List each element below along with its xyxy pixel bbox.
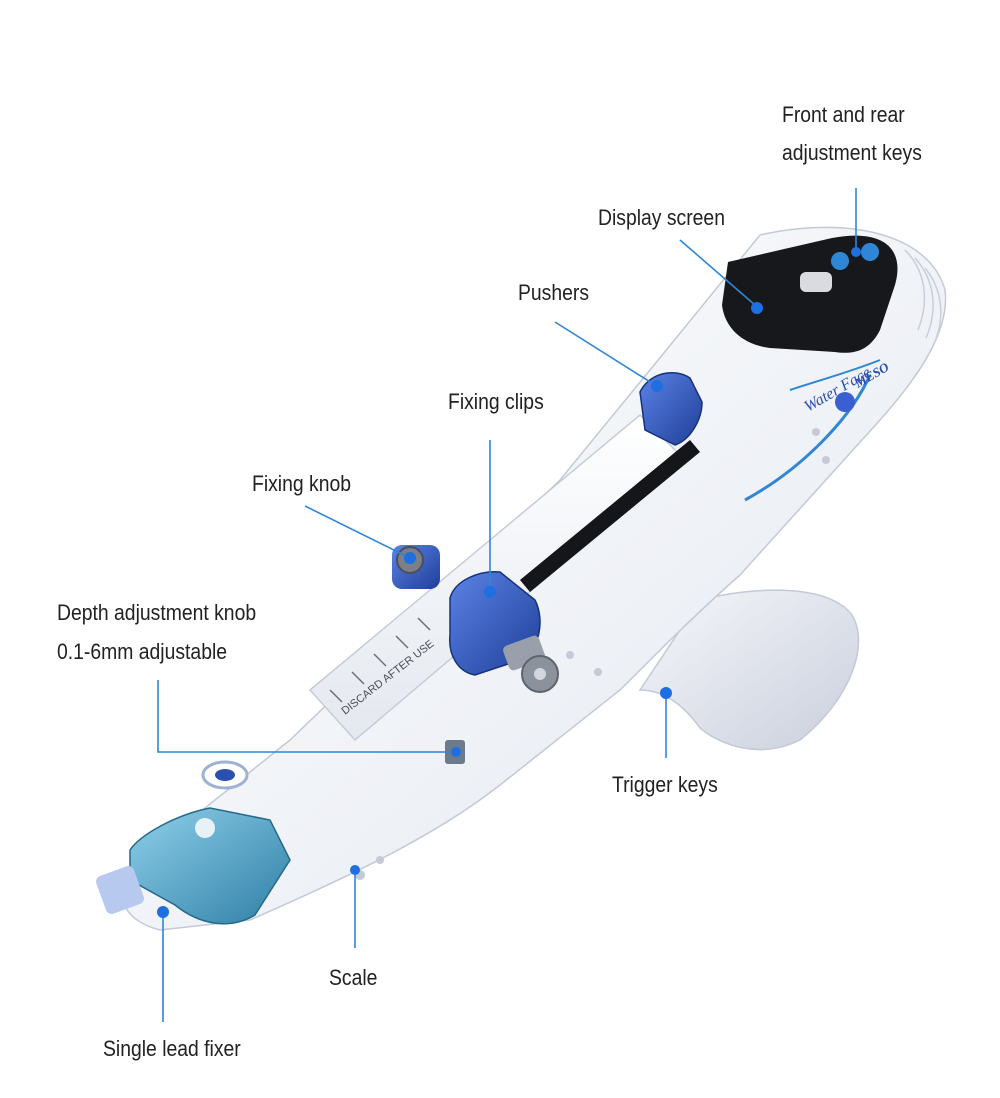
label-fixing-knob: Fixing knob bbox=[252, 471, 352, 496]
label-single-lead-fixer: Single lead fixer bbox=[103, 1036, 241, 1061]
callout-line-depth-knob bbox=[157, 680, 455, 753]
label-front-rear-keys-2: adjustment keys bbox=[782, 140, 922, 165]
callout-dot-fixing-clips bbox=[484, 586, 496, 598]
callout-dot-trigger-keys bbox=[660, 687, 672, 699]
label-fixing-clips: Fixing clips bbox=[448, 389, 544, 414]
display-screen-panel bbox=[722, 235, 898, 353]
callout-dot-depth-knob bbox=[451, 747, 461, 757]
callout-dot-fixing-knob bbox=[404, 552, 416, 564]
callout-dot-front-rear-keys bbox=[851, 247, 861, 257]
callout-dot-scale bbox=[350, 865, 360, 875]
device-handle bbox=[638, 589, 860, 751]
label-trigger-keys: Trigger keys bbox=[612, 772, 718, 797]
label-depth-knob-2: 0.1-6mm adjustable bbox=[57, 639, 228, 664]
callout-line-display-screen bbox=[679, 239, 756, 306]
label-front-rear-keys-1: Front and rear bbox=[782, 102, 905, 127]
label-depth-knob-1: Depth adjustment knob bbox=[57, 600, 257, 625]
callout-line-pushers bbox=[554, 321, 656, 386]
needle-cartridge bbox=[129, 807, 291, 925]
callout-line-fixing-knob bbox=[304, 505, 411, 559]
label-pushers: Pushers bbox=[518, 280, 590, 305]
callout-dot-single-lead-fixer bbox=[157, 906, 169, 918]
callout-dot-display-screen bbox=[751, 302, 763, 314]
label-scale: Scale bbox=[329, 965, 378, 990]
callout-dot-pushers bbox=[651, 380, 663, 392]
fixing-knob-shape bbox=[392, 545, 440, 589]
label-display-screen: Display screen bbox=[598, 205, 725, 230]
